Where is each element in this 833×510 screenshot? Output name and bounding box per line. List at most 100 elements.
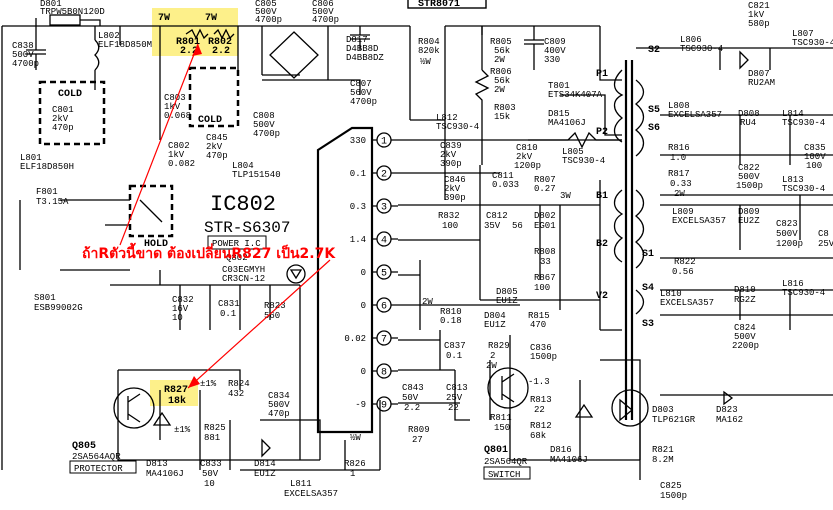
d817-part2: D4BB8DZ bbox=[346, 53, 384, 63]
ic802-pin-number-8: 8 bbox=[381, 368, 387, 379]
d805-part: EU1Z bbox=[496, 296, 518, 306]
ic802-pin-circle-4 bbox=[376, 231, 392, 247]
l816-label: L816 bbox=[782, 279, 804, 289]
l802-part: ELF18D850M bbox=[98, 40, 152, 50]
c813-cap: 22 bbox=[448, 403, 459, 413]
cold-box-left bbox=[38, 80, 106, 146]
r824-label: R824 bbox=[228, 379, 250, 389]
ic802-pin-voltage-3: 0.3 bbox=[350, 202, 366, 212]
r807-watt: 3W bbox=[560, 191, 571, 201]
r815-label: R815 bbox=[528, 311, 550, 321]
r813-value: 22 bbox=[534, 405, 545, 415]
d809-label: D809 bbox=[738, 207, 760, 217]
c808-cap: 4700p bbox=[253, 129, 280, 139]
r801-wattage: 7W bbox=[158, 13, 170, 24]
r827-value: 18k bbox=[168, 395, 186, 407]
d802-part: EG01 bbox=[534, 221, 556, 231]
c805-label: C805 bbox=[255, 0, 277, 9]
c805-voltage: 500V bbox=[255, 7, 277, 17]
c846-voltage: 2kV bbox=[444, 184, 461, 194]
c836-cap: 1500p bbox=[530, 352, 557, 362]
l806-label: L806 bbox=[680, 35, 702, 45]
c803-label: C803 bbox=[164, 93, 186, 103]
d817-label: D817 bbox=[346, 35, 368, 45]
d803-label: D803 bbox=[652, 405, 674, 415]
f801-label: F801 bbox=[36, 187, 58, 197]
d815-part: MA4106J bbox=[548, 118, 586, 128]
q802-part1: C03EGMYH bbox=[222, 265, 265, 275]
ic802-pin-number-9: 9 bbox=[381, 401, 387, 412]
r808-label: R808 bbox=[534, 247, 556, 257]
terminal-s2: S2 bbox=[648, 45, 660, 56]
c822-cap: 1500p bbox=[736, 181, 763, 191]
r803-value: 15k bbox=[494, 112, 510, 122]
d817-part1: D4BB8D bbox=[346, 44, 378, 54]
top-box-label: STR8071 bbox=[418, 0, 460, 10]
s801-label: S801 bbox=[34, 293, 56, 303]
r832-label: R832 bbox=[438, 211, 460, 221]
l809-part: EXCELSA357 bbox=[672, 216, 726, 226]
l812-label: L812 bbox=[436, 113, 458, 123]
d802-label: D802 bbox=[534, 211, 556, 221]
component-glyphs bbox=[113, 50, 749, 458]
l808-label: L808 bbox=[668, 101, 690, 111]
c834-voltage: 500V bbox=[268, 400, 290, 410]
wiring-right bbox=[636, 47, 833, 480]
terminal-v2: V2 bbox=[596, 291, 608, 302]
d823-part: MA162 bbox=[716, 415, 743, 425]
c821-voltage: 1kV bbox=[748, 10, 765, 20]
annotation-text: ถ้าRตัวนี้ขาด ต้องเปลี่ยนR827 เป็น2.7K bbox=[82, 242, 336, 262]
l810-part: EXCELSA357 bbox=[660, 298, 714, 308]
r816-label: R816 bbox=[668, 143, 690, 153]
l805-label: L805 bbox=[562, 147, 584, 157]
r821-label: R821 bbox=[652, 445, 674, 455]
r802-wattage: 7W bbox=[205, 13, 217, 24]
q802-label: Q802 bbox=[226, 253, 248, 263]
ic802-pin-circle-1 bbox=[376, 132, 392, 148]
r817-value: 0.33 bbox=[670, 179, 692, 189]
c822-voltage: 500V bbox=[738, 172, 760, 182]
c837-label: C837 bbox=[444, 341, 466, 351]
r829-label: R829 bbox=[488, 341, 510, 351]
l813-label: L813 bbox=[782, 175, 804, 185]
r821-value: 8.2M bbox=[652, 455, 674, 465]
c843-cap: 2.2 bbox=[404, 403, 420, 413]
r822-label: R822 bbox=[674, 257, 696, 267]
q805-tag: PROTECTOR bbox=[74, 464, 123, 474]
q801-vbias: -1.3 bbox=[528, 377, 550, 387]
c807-cap: 4700p bbox=[350, 97, 377, 107]
ic802-pin-voltage-9: -9 bbox=[355, 400, 366, 410]
ic802-pin-voltage-5: 0 bbox=[361, 268, 366, 278]
c838-voltage: 500V bbox=[12, 50, 34, 60]
c802-label: C802 bbox=[168, 141, 190, 151]
c825-cap: 1500p bbox=[660, 491, 687, 501]
r810-label: R810 bbox=[440, 307, 462, 317]
ic802-pin-number-1: 1 bbox=[381, 137, 387, 148]
c801-voltage: 2kV bbox=[52, 114, 69, 124]
r803-label: R803 bbox=[494, 103, 516, 113]
c846-label: C846 bbox=[444, 175, 466, 185]
r815-value: 470 bbox=[530, 320, 546, 330]
c807-voltage: 560V bbox=[350, 88, 372, 98]
ic802-pin-circle-6 bbox=[376, 297, 392, 313]
r832-value: 100 bbox=[442, 221, 458, 231]
c843-voltage: 50V bbox=[402, 393, 419, 403]
c839-cap: 390p bbox=[440, 159, 462, 169]
c806-cap: 4700p bbox=[312, 15, 339, 25]
c822-label: C822 bbox=[738, 163, 760, 173]
c807-label: C807 bbox=[350, 79, 372, 89]
highlight-r801-r802 bbox=[152, 8, 238, 56]
r805-label: R805 bbox=[490, 37, 512, 47]
d804-label: D804 bbox=[484, 311, 506, 321]
d804-part: EU1Z bbox=[484, 320, 506, 330]
ic802-tag-box bbox=[207, 235, 267, 250]
r807-label: R807 bbox=[534, 175, 556, 185]
c802-voltage: 1kV bbox=[168, 150, 185, 160]
c846-cap: 390p bbox=[444, 193, 466, 203]
terminal-p2: P2 bbox=[596, 127, 608, 138]
q805-tag-box bbox=[69, 460, 137, 474]
ic802-pin-voltage-4: 1.4 bbox=[350, 235, 366, 245]
r826-watt: ½W bbox=[350, 433, 361, 443]
